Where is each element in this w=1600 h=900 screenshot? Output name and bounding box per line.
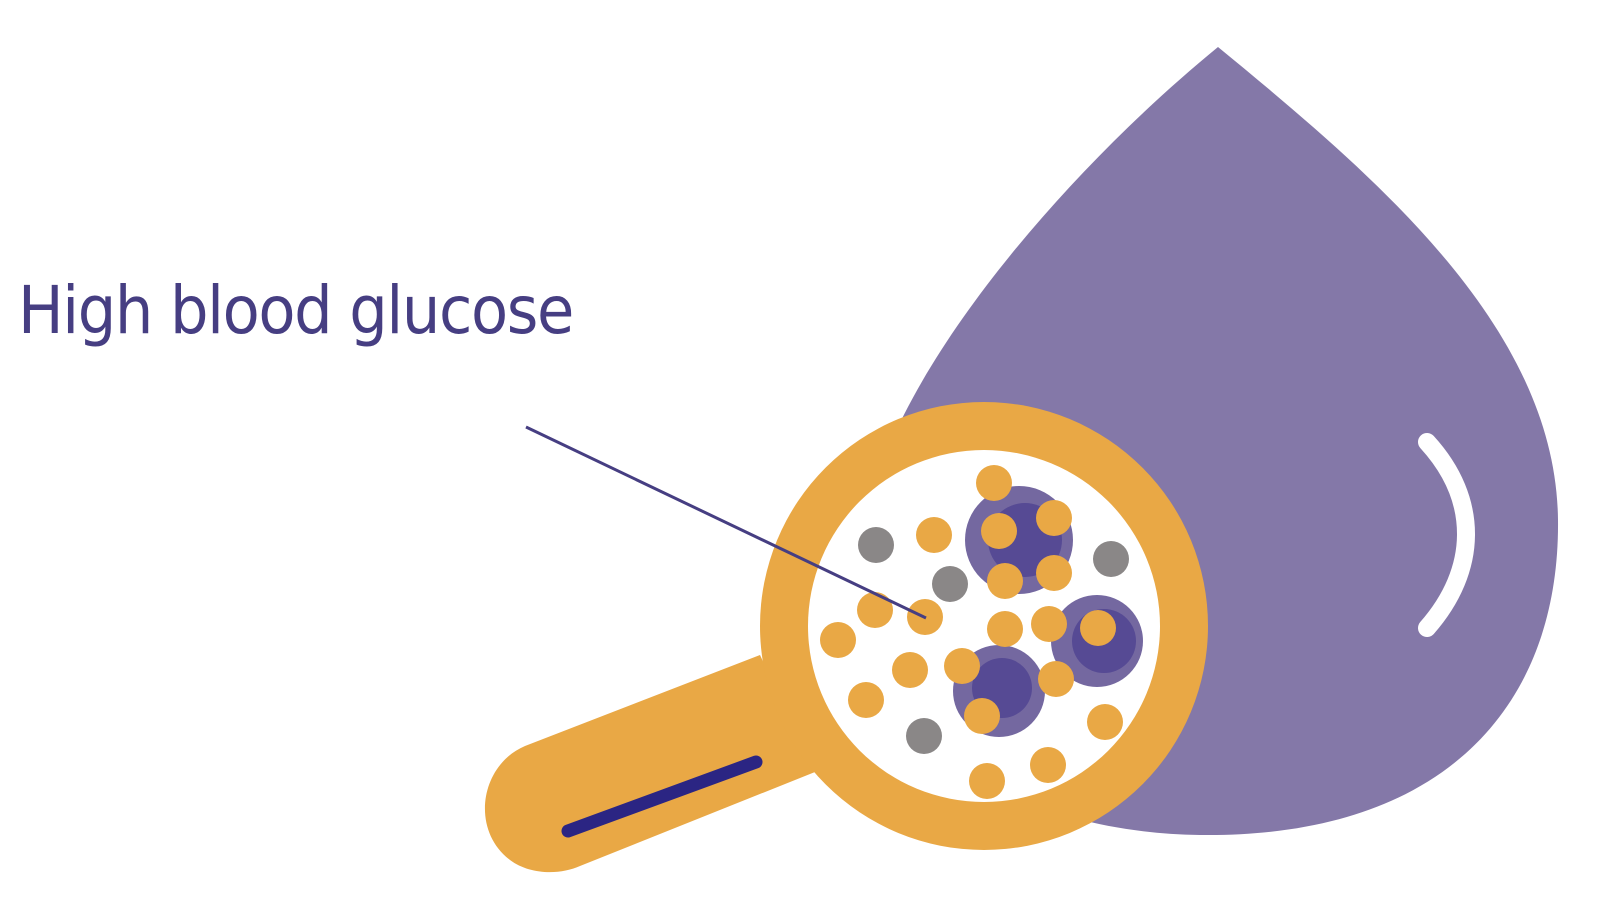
handle-stripe	[561, 755, 763, 838]
glucose-particles	[820, 465, 1123, 799]
drop-highlight	[1418, 433, 1475, 637]
pointer-line	[525, 425, 927, 620]
high-blood-glucose-label: High blood glucose	[18, 272, 574, 349]
platelets	[858, 527, 1129, 754]
